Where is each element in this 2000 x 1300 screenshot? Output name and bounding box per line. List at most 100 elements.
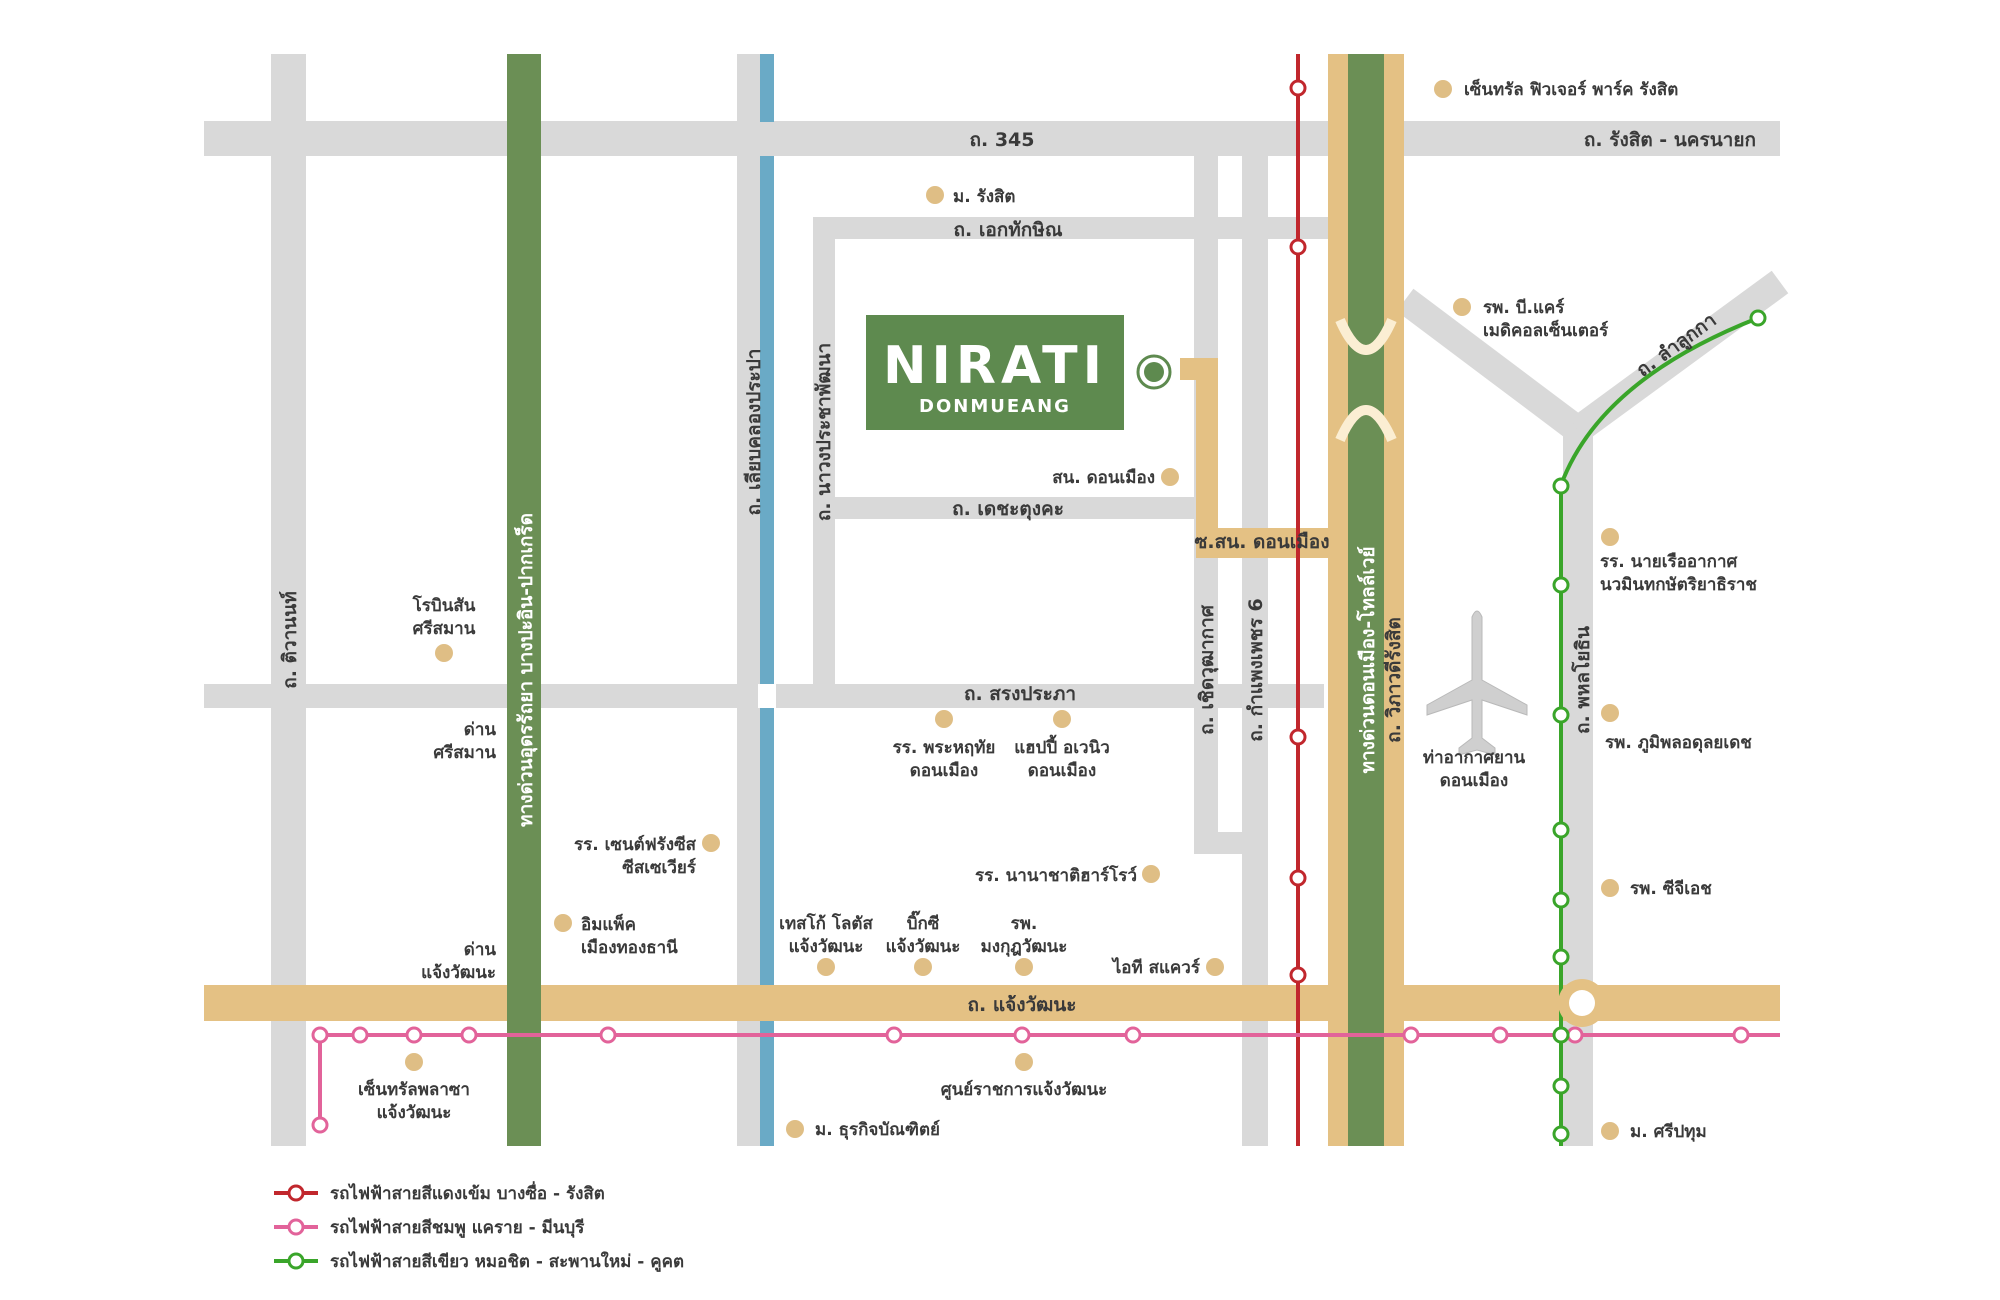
- station-icon: [460, 1026, 478, 1044]
- road-soi-don-mueang-c: [1196, 528, 1328, 558]
- label-mongkut-2: มงกุฎวัฒนะ: [981, 937, 1068, 957]
- station-icon: [1749, 309, 1767, 327]
- poi-dot: [926, 186, 944, 204]
- station-icon: [311, 1026, 329, 1044]
- label-lotus-2: แจ้งวัฒนะ: [789, 937, 864, 957]
- label-road-techatungkha: ถ. เดชะตุงคะ: [952, 498, 1064, 521]
- poi-dot: [1015, 958, 1033, 976]
- label-bcare-2: เมดิคอลเซ็นเตอร์: [1483, 318, 1609, 341]
- brand-box: [866, 315, 1124, 430]
- station-icon: [1289, 869, 1307, 887]
- label-robinson-2: ศรีสมาน: [413, 618, 476, 639]
- legend-station-icon: [287, 1252, 305, 1270]
- label-bcare-1: รพ. บี.แคร์: [1483, 297, 1565, 318]
- road-nawong: [813, 217, 835, 685]
- station-icon: [1289, 238, 1307, 256]
- label-bigc-2: แจ้งวัฒนะ: [886, 937, 961, 957]
- label-bigc-1: บิ๊กซี: [907, 910, 940, 934]
- label-central-plaza-2: แจ้งวัฒนะ: [377, 1103, 452, 1123]
- label-police-station: สน. ดอนเมือง: [1052, 467, 1155, 488]
- canal-gap-mid: [758, 684, 776, 708]
- poi-dot: [817, 958, 835, 976]
- label-happy-avenue-1: แฮปปี้ อเวนิว: [1014, 734, 1110, 758]
- legend-station-icon: [287, 1184, 305, 1202]
- station-icon: [1289, 966, 1307, 984]
- station-icon: [1552, 576, 1570, 594]
- poi-dot: [554, 914, 572, 932]
- label-road-chaengwattana: ถ. แจ้งวัฒนะ: [967, 994, 1076, 1016]
- station-icon: [1552, 706, 1570, 724]
- label-road-tiwanon: ถ. ติวานนท์: [279, 591, 301, 689]
- station-icon: [599, 1026, 617, 1044]
- station-icon: [1552, 821, 1570, 839]
- station-icon: [1552, 477, 1570, 495]
- station-icon: [1013, 1026, 1031, 1044]
- legend-label-red: รถไฟฟ้าสายสีแดงเข้ม บางซื่อ - รังสิต: [330, 1181, 605, 1204]
- label-navy-school-2: นวมินทกษัตริยาธิราช: [1600, 575, 1757, 595]
- label-road-nawong: ถ. นาวงประชาพัฒนา: [813, 343, 835, 521]
- label-harrow: รร. นานาชาติฮาร์โรว์: [975, 865, 1137, 886]
- poi-dot: [1601, 704, 1619, 722]
- label-govt-center: ศูนย์ราชการแจ้งวัฒนะ: [941, 1079, 1107, 1101]
- interchange-inner: [1569, 990, 1595, 1016]
- legend-item-red: รถไฟฟ้าสายสีแดงเข้ม บางซื่อ - รังสิต: [274, 1181, 605, 1204]
- label-airport-2: ดอนเมือง: [1440, 770, 1508, 791]
- green-line-track: [1559, 316, 1759, 1146]
- stations: [311, 79, 1767, 1143]
- label-mongkut-1: รพ.: [1011, 914, 1038, 934]
- label-it-square: ไอที สแควร์: [1111, 957, 1201, 978]
- legend-label-green: รถไฟฟ้าสายสีเขียว หมอชิต - สะพานใหม่ - ค…: [330, 1251, 684, 1273]
- label-cgh: รพ. ซีจีเอช: [1630, 878, 1712, 899]
- label-st-francis-1: รร. เซนต์ฟรังซีส: [574, 834, 697, 855]
- poi-dot: [1434, 80, 1452, 98]
- label-road-lieb-khlong-prapa: ถ. เลียบคลองประปา: [743, 349, 765, 516]
- brand-name: NIRATI: [883, 336, 1107, 396]
- label-central-future-park: เซ็นทรัล ฟิวเจอร์ พาร์ค รังสิต: [1464, 77, 1678, 100]
- station-icon: [1552, 891, 1570, 909]
- label-happy-avenue-2: ดอนเมือง: [1028, 760, 1096, 781]
- label-toll-chaeng-2: แจ้งวัฒนะ: [421, 963, 496, 983]
- station-icon: [1552, 1125, 1570, 1143]
- airplane-icon: [1426, 610, 1528, 756]
- poi-dot: [1142, 865, 1160, 883]
- label-impact-2: เมืองทองธานี: [581, 937, 678, 958]
- label-road-ekthakin: ถ. เอกทักษิณ: [954, 219, 1063, 241]
- label-road-chert-wutthakat: ถ. เชิดวุฒากาศ: [1196, 604, 1219, 735]
- legend-item-pink: รถไฟฟ้าสายสีชมพู แคราย - มีนบุรี: [274, 1217, 585, 1239]
- station-icon: [1566, 1026, 1584, 1044]
- label-road-kamphaengphet6: ถ. กำแพงเพชร 6: [1245, 598, 1267, 742]
- label-lotus-1: เทสโก้ โลตัส: [779, 913, 873, 934]
- label-road-phahonyothin: ถ. พหลโยธิน: [1571, 626, 1594, 734]
- station-icon: [1402, 1026, 1420, 1044]
- station-icon: [885, 1026, 903, 1044]
- road-techatungkha: [835, 497, 1195, 519]
- tollway-ramp-lower: [1335, 405, 1397, 443]
- road-kamphaengphet6: [1242, 156, 1268, 1146]
- poi-dot: [1601, 1122, 1619, 1140]
- tollway-ramp-upper: [1335, 317, 1397, 355]
- poi-dot: [1601, 528, 1619, 546]
- poi-dot: [1453, 298, 1471, 316]
- legend: รถไฟฟ้าสายสีแดงเข้ม บางซื่อ - รังสิต รถไ…: [274, 1181, 684, 1273]
- label-st-francis-2: ซีสเซเวียร์: [622, 857, 697, 878]
- road-345: [204, 121, 1780, 156]
- label-sripatum: ม. ศรีปทุม: [1630, 1121, 1707, 1142]
- label-expressway-udon: ทางด่วนอุดรรัถยา บางปะอิน-ปากเกร็ด: [513, 513, 538, 827]
- location-marker-dot: [1144, 362, 1164, 382]
- label-rangsit-univ: ม. รังสิต: [953, 187, 1015, 207]
- label-road-345: ถ. 345: [970, 129, 1035, 151]
- label-tollway-2: ถ. วิภาวดีรังสิต: [1383, 617, 1405, 743]
- label-toll-srisaman-1: ด่าน: [464, 720, 497, 740]
- expressway-udon-ratthaya: [507, 54, 541, 1146]
- station-icon: [1124, 1026, 1142, 1044]
- poi-dot: [914, 958, 932, 976]
- poi-dot: [786, 1120, 804, 1138]
- road-chaengwattana: [204, 985, 1780, 1021]
- expressway-tollway: [1348, 54, 1384, 1146]
- label-road-songprapa: ถ. สรงประภา: [964, 683, 1076, 705]
- station-icon: [1732, 1026, 1750, 1044]
- poi-dot: [405, 1053, 423, 1071]
- road-tiwanon: [271, 54, 306, 1146]
- road-soi-don-mueang-b: [1196, 358, 1218, 558]
- label-prahruthai-1: รร. พระหฤทัย: [893, 738, 996, 758]
